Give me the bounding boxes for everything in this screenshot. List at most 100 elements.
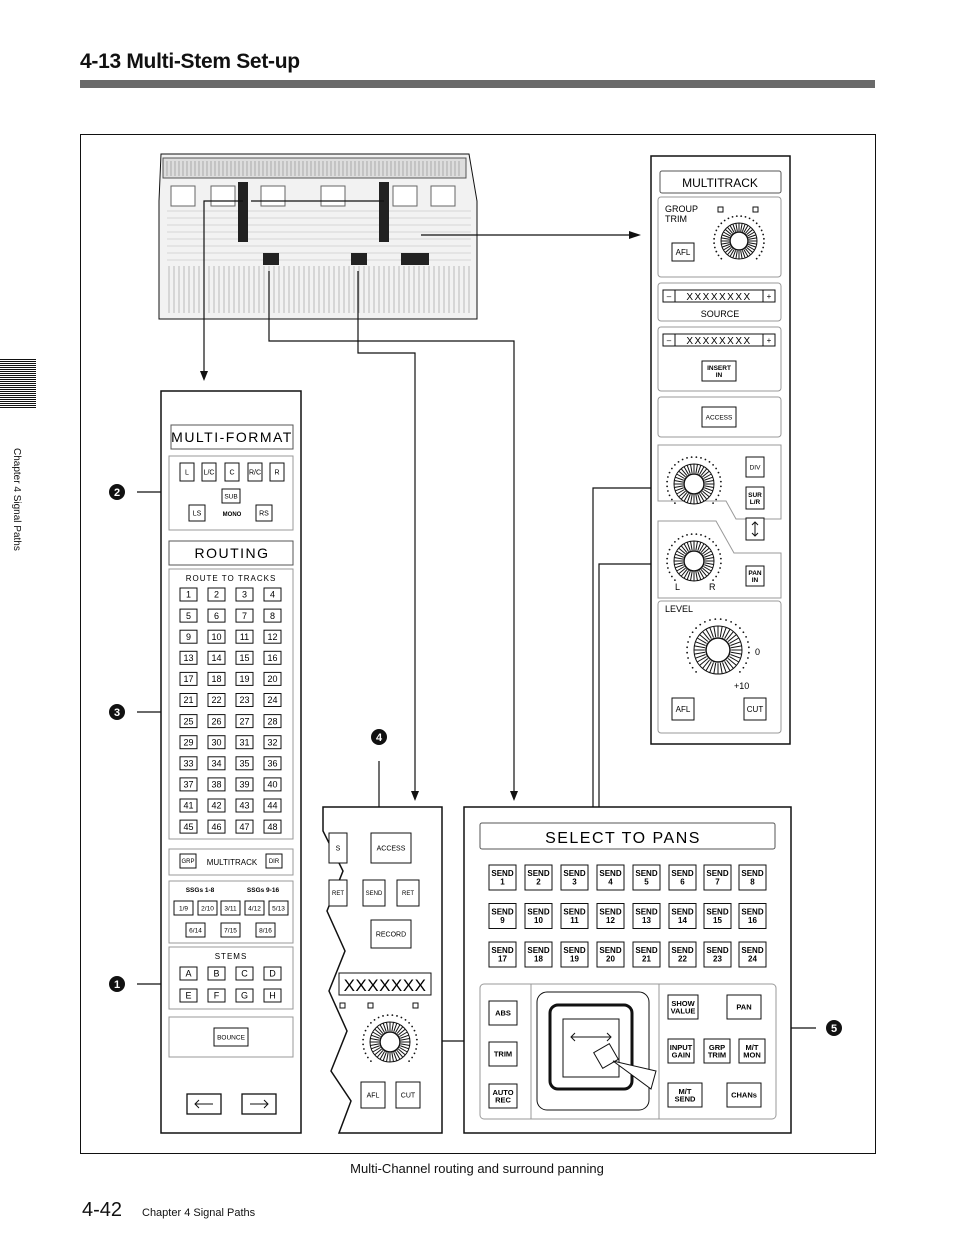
stem-button-H[interactable]: H (263, 988, 282, 1003)
ssg-button-2[interactable]: 3/11 (220, 900, 241, 916)
track-button-2[interactable]: 2 (207, 587, 226, 602)
level-cut-button[interactable]: CUT (743, 697, 767, 721)
track-button-44[interactable]: 44 (263, 798, 282, 813)
track-button-22[interactable]: 22 (207, 693, 226, 707)
bounce-button[interactable]: BOUNCE (213, 1027, 249, 1047)
ssg-button-7[interactable]: 8/16 (255, 922, 276, 938)
track-button-46[interactable]: 46 (207, 819, 226, 834)
track-button-48[interactable]: 48 (263, 819, 282, 834)
ls-button[interactable]: LS (188, 504, 206, 522)
track-button-41[interactable]: 41 (179, 798, 198, 813)
track-button-32[interactable]: 32 (263, 735, 282, 750)
track-button-17[interactable]: 17 (179, 671, 198, 686)
group-trim-afl-button[interactable]: AFL (671, 242, 695, 262)
track-button-21[interactable]: 21 (179, 693, 198, 707)
track-button-28[interactable]: 28 (263, 714, 282, 729)
pan-knob[interactable] (666, 533, 722, 582)
level-knob[interactable] (686, 618, 750, 675)
mid-send-button[interactable]: SEND (362, 879, 386, 907)
track-button-31[interactable]: 31 (235, 735, 254, 750)
stem-button-D[interactable]: D (263, 966, 282, 981)
track-button-8[interactable]: 8 (263, 608, 282, 623)
track-button-47[interactable]: 47 (235, 819, 254, 834)
mid-record-button[interactable]: RECORD (370, 919, 412, 949)
ssg-button-3[interactable]: 4/12 (244, 900, 265, 916)
mid-s-button[interactable]: S (328, 832, 348, 864)
track-button-30[interactable]: 30 (207, 735, 226, 750)
track-button-23[interactable]: 23 (235, 693, 254, 707)
track-button-26[interactable]: 26 (207, 714, 226, 729)
stem-button-A[interactable]: A (179, 966, 198, 981)
ssg-button-0[interactable]: 1/9 (173, 900, 194, 916)
track-button-16[interactable]: 16 (263, 650, 282, 665)
level-afl-button[interactable]: AFL (671, 697, 695, 721)
ssg-button-4[interactable]: 5/13 (268, 900, 289, 916)
divergence-knob[interactable] (666, 456, 722, 505)
track-button-37[interactable]: 37 (179, 777, 198, 792)
track-button-9[interactable]: 9 (179, 629, 198, 644)
stp-left-button-0[interactable]: ABS (488, 1000, 518, 1026)
track-button-5[interactable]: 5 (179, 608, 198, 623)
stp-right-button-1[interactable]: PAN (726, 994, 762, 1020)
mid-access-button[interactable]: ACCESS (370, 832, 412, 864)
stem-button-F[interactable]: F (207, 988, 226, 1003)
format-button-1[interactable]: L/C (201, 462, 217, 482)
format-button-2[interactable]: C (224, 462, 240, 482)
mid-ret-right-button[interactable]: RET (396, 879, 420, 907)
track-button-14[interactable]: 14 (207, 650, 226, 665)
mid-afl-button[interactable]: AFL (360, 1081, 386, 1109)
mid-cut-button[interactable]: CUT (395, 1081, 421, 1109)
track-button-13[interactable]: 13 (179, 650, 198, 665)
track-button-19[interactable]: 19 (235, 671, 254, 686)
format-button-3[interactable]: R/C (247, 462, 263, 482)
stem-button-E[interactable]: E (179, 988, 198, 1003)
track-button-33[interactable]: 33 (179, 756, 198, 771)
stp-right-button-6[interactable]: CHANs (726, 1082, 762, 1108)
div-button[interactable]: DIV (745, 456, 765, 478)
stem-button-B[interactable]: B (207, 966, 226, 981)
dir-button[interactable]: DIR (265, 853, 283, 869)
track-button-45[interactable]: 45 (179, 819, 198, 834)
track-button-11[interactable]: 11 (235, 629, 254, 644)
stp-left-button-1[interactable]: TRIM (488, 1041, 518, 1067)
track-button-34[interactable]: 34 (207, 756, 226, 771)
sub-button[interactable]: SUB (221, 488, 241, 504)
track-button-3[interactable]: 3 (235, 587, 254, 602)
stem-button-C[interactable]: C (235, 966, 254, 981)
track-button-7[interactable]: 7 (235, 608, 254, 623)
track-button-39[interactable]: 39 (235, 777, 254, 792)
track-button-27[interactable]: 27 (235, 714, 254, 729)
access-button[interactable]: ACCESS (701, 406, 737, 428)
rs-button[interactable]: RS (255, 504, 273, 522)
track-button-40[interactable]: 40 (263, 777, 282, 792)
group-trim-knob[interactable] (713, 215, 765, 260)
ssg-button-1[interactable]: 2/10 (197, 900, 218, 916)
mid-ret-left-button[interactable]: RET (328, 879, 348, 907)
format-button-4[interactable]: R (269, 462, 285, 482)
